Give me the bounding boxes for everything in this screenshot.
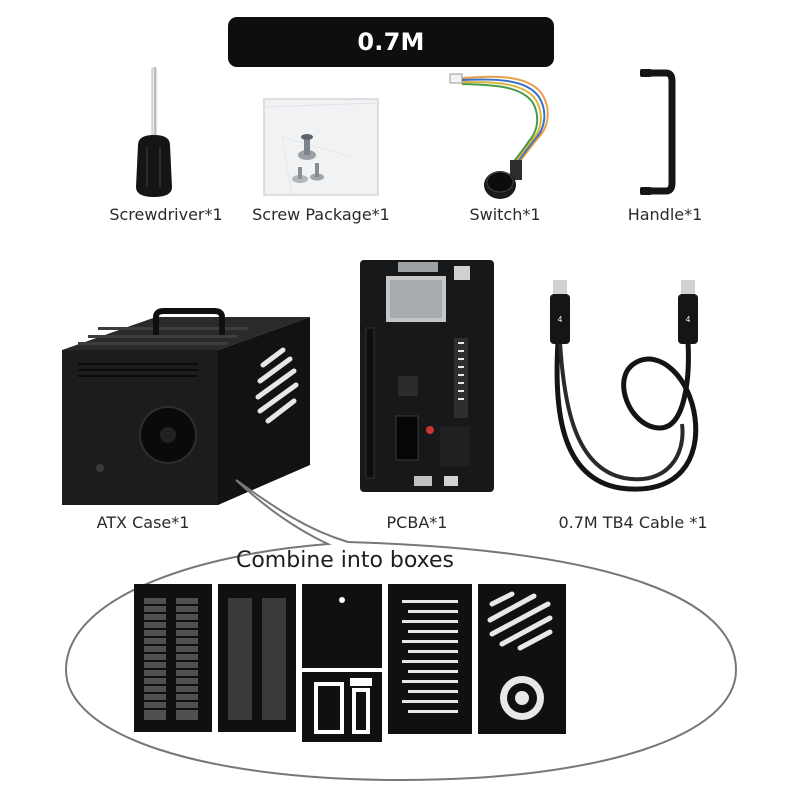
tb4-cable-icon: 4 4: [540, 258, 710, 498]
combine-bubble: [58, 470, 748, 788]
combine-title: Combine into boxes: [235, 548, 455, 573]
pcba-label: PCBA*1: [386, 513, 448, 532]
screw-package-label: Screw Package*1: [252, 205, 390, 224]
svg-text:4: 4: [558, 315, 563, 324]
page-title: 0.7M Cable+PCBA+Case: [228, 17, 554, 106]
pcba-board-icon: [358, 258, 498, 494]
atx-case-label: ATX Case*1: [96, 513, 190, 532]
handle-label: Handle*1: [627, 205, 703, 224]
switch-label: Switch*1: [469, 205, 541, 224]
case-panels-icon: [130, 582, 580, 752]
tb4-cable-label: 0.7M TB4 Cable *1: [558, 513, 708, 532]
handle-icon: [636, 65, 682, 197]
power-switch-icon: [448, 68, 558, 200]
screwdriver-icon: [128, 65, 180, 200]
atx-case-icon: [58, 305, 314, 510]
screw-package-icon: [262, 97, 380, 197]
screwdriver-label: Screwdriver*1: [109, 205, 223, 224]
svg-text:4: 4: [686, 315, 691, 324]
